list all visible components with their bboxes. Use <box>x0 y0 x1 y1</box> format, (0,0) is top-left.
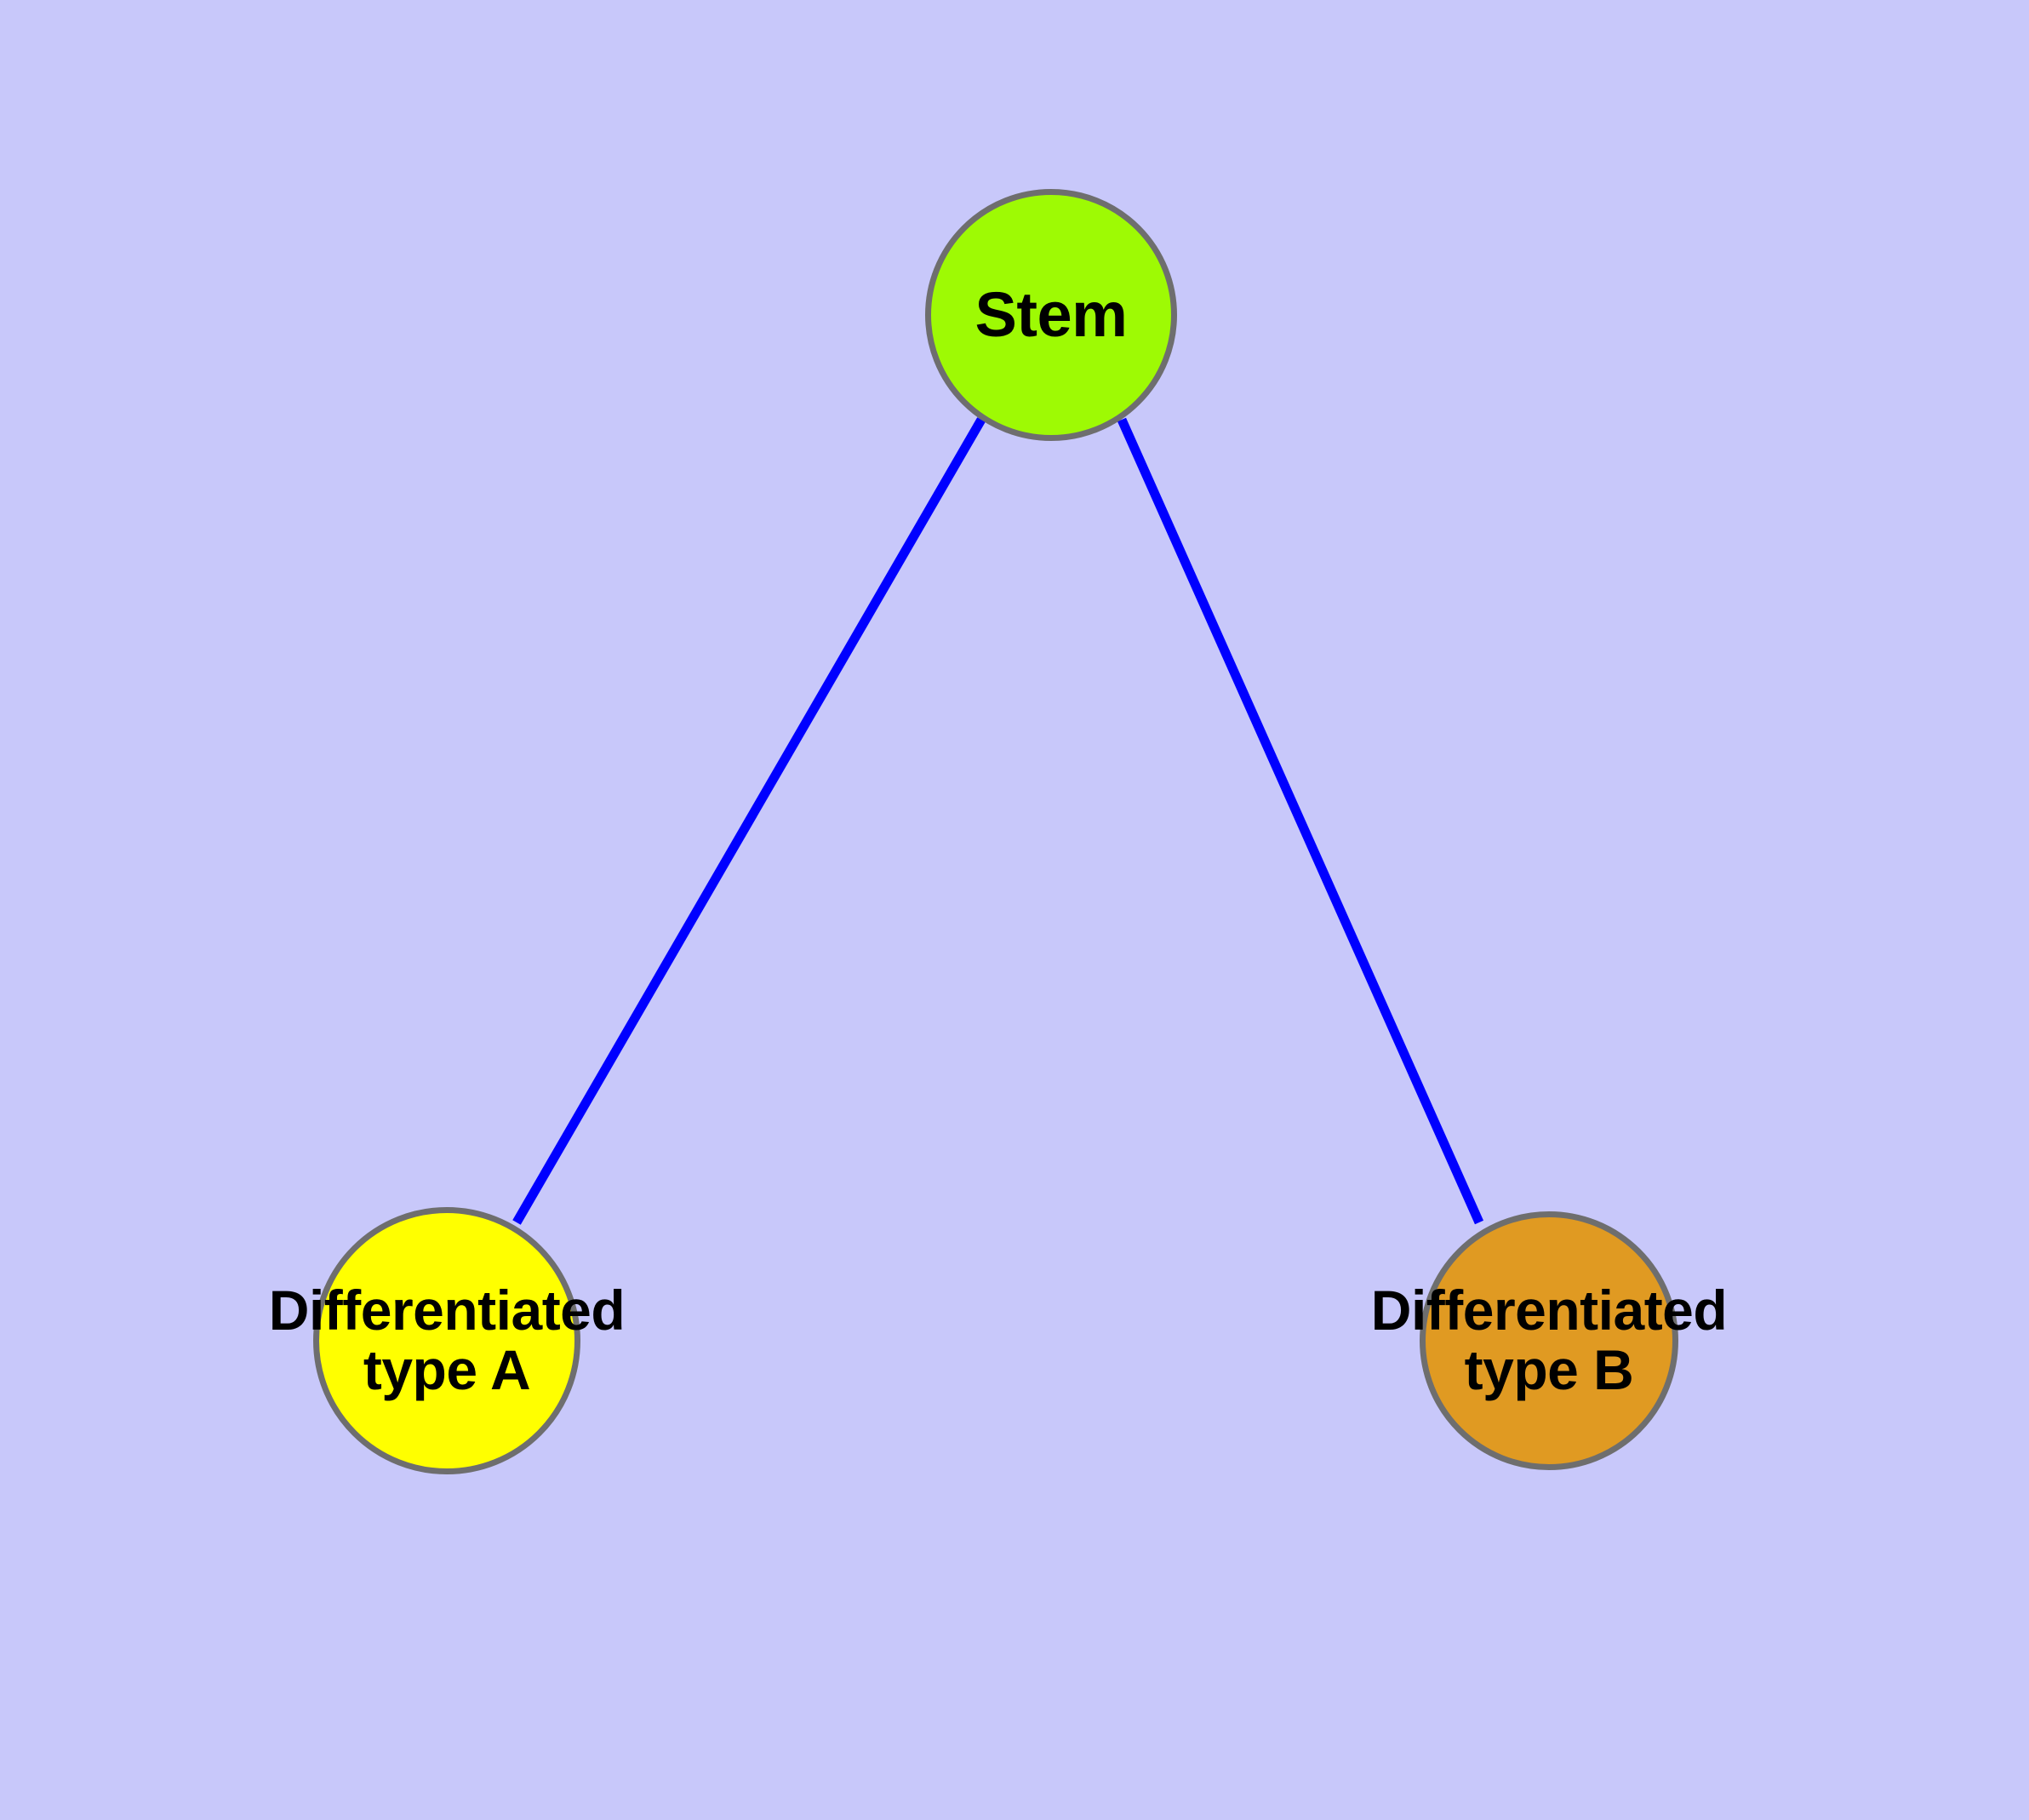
node-stem[interactable] <box>925 189 1177 441</box>
node-diff-b[interactable] <box>1420 1211 1678 1470</box>
node-diff-a[interactable] <box>313 1207 580 1474</box>
edge-stem-to-diff-b <box>1117 417 1484 1225</box>
edge-stem-to-diff-a <box>512 417 986 1225</box>
